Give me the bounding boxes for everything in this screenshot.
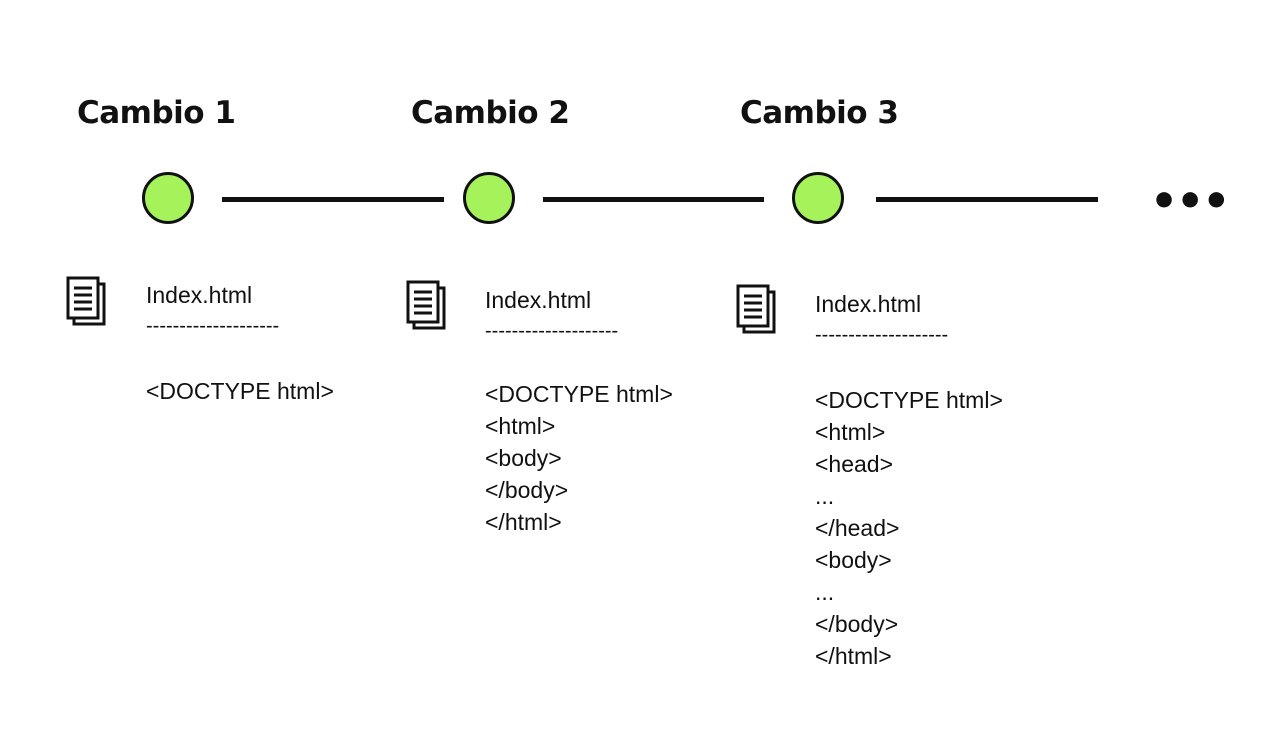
document-icon [736,284,776,334]
code-line: </html> [815,643,892,669]
stage-2-code: <DOCTYPE html> <html> <body> </body> </h… [485,378,673,538]
stage-3-code: <DOCTYPE html> <html> <head> ... </head>… [815,384,1003,672]
more-indicator: ••• [1150,176,1230,227]
code-line: ... [815,579,835,605]
code-line: <body> [815,547,892,573]
stage-3-file-name: Index.html [815,291,922,317]
stage-2-node [463,172,515,224]
code-line: <DOCTYPE html> [146,378,334,404]
stage-2-title: Cambio 2 [411,95,570,131]
code-line: </html> [485,509,562,535]
code-line: </head> [815,515,900,541]
connector-line-3 [876,197,1098,202]
code-line: <html> [485,413,556,439]
code-line: ... [815,483,835,509]
connector-line-1 [222,197,444,202]
stage-1-node [142,172,194,224]
stage-1-code: <DOCTYPE html> [146,375,334,407]
code-line: <head> [815,451,894,477]
stage-2-separator: -------------------- [485,320,619,342]
code-line: <html> [815,419,886,445]
document-icon [66,276,106,326]
code-line: <DOCTYPE html> [485,381,673,407]
stage-3-node [792,172,844,224]
code-line: </body> [815,611,899,637]
document-icon [406,280,446,330]
stage-2-file-name: Index.html [485,287,592,313]
stage-1-separator: -------------------- [146,315,280,337]
code-line: <DOCTYPE html> [815,387,1003,413]
stage-1-file-name: Index.html [146,282,253,308]
stage-1-title: Cambio 1 [77,95,236,131]
stage-3-separator: -------------------- [815,324,949,346]
code-line: </body> [485,477,569,503]
code-line: <body> [485,445,562,471]
connector-line-2 [543,197,764,202]
stage-3-title: Cambio 3 [740,95,899,131]
